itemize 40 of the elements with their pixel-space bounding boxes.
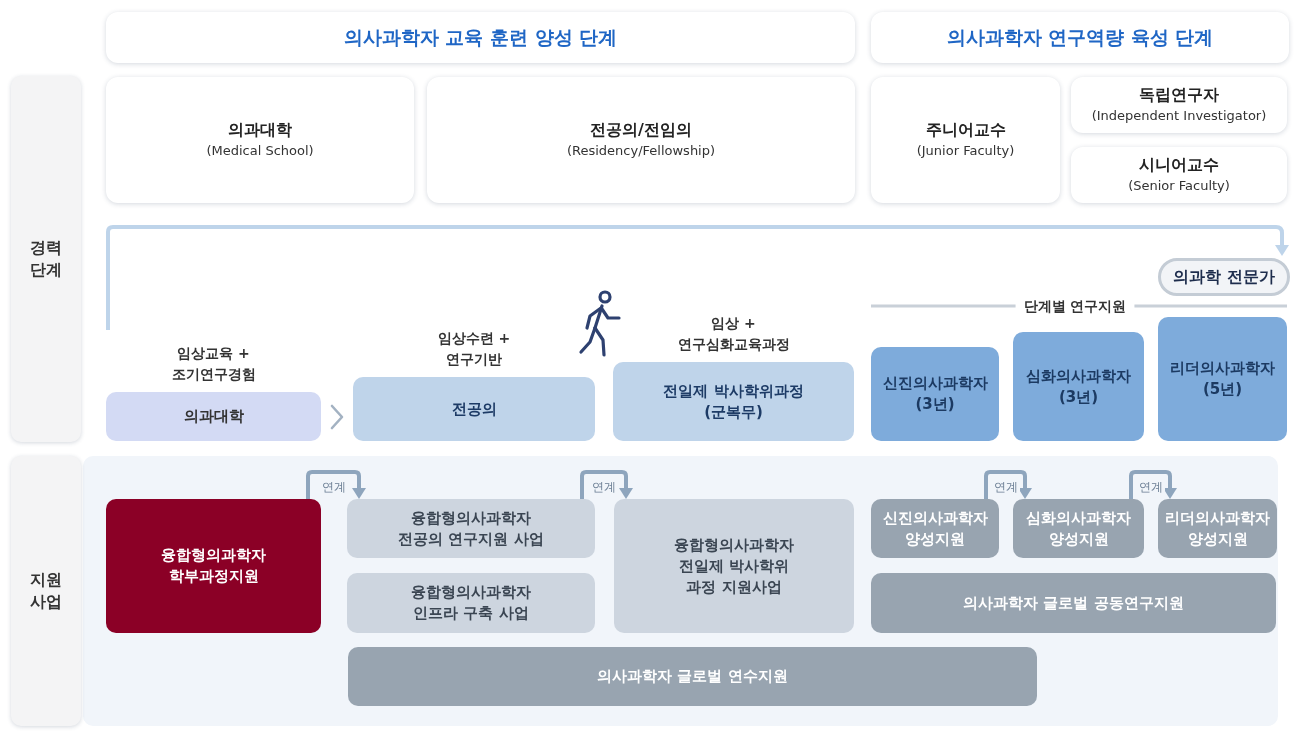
- link-arrow: [306, 470, 366, 499]
- stage-label: 리더의사과학자 (5년): [1169, 358, 1276, 400]
- program-label: 의사과학자 글로벌 공동연구지원: [963, 592, 1184, 614]
- stage-caption: 임상교육 + 조기연구경험: [170, 344, 257, 384]
- stage-label: 신진의사과학자 (3년): [881, 373, 989, 415]
- stage-label: 전일제 박사학위과정 (군복무): [662, 380, 805, 423]
- career-subtitle: (Independent Investigator): [1091, 107, 1267, 126]
- career-subtitle: (Senior Faculty): [1128, 177, 1230, 196]
- program-label: 심화의사과학자 양성지원: [1025, 507, 1132, 550]
- career-title: 의과대학: [228, 119, 292, 142]
- career-subtitle: (Medical School): [206, 142, 314, 161]
- chevron-arrow: [330, 404, 344, 430]
- career-title: 독립연구자: [1139, 84, 1219, 107]
- progress-arrow: [106, 225, 1289, 330]
- link-arrow: [1129, 470, 1177, 499]
- stage-caption: 임상수련 + 연구기반: [436, 329, 512, 369]
- program-label: 신진의사과학자 양성지원: [881, 507, 989, 550]
- stage-caption: 임상 + 연구심화교육과정: [676, 314, 791, 354]
- career-title: 주니어교수: [925, 119, 1006, 142]
- row-label: 지원 사업: [29, 568, 63, 613]
- row-label: 경력 단계: [29, 236, 63, 281]
- career-title: 시니어교수: [1139, 154, 1219, 177]
- stage-label: 의과대학: [183, 406, 244, 427]
- program-label: 융합형의사과학자 전공의 연구지원 사업: [397, 507, 545, 550]
- link-arrow: [984, 470, 1032, 499]
- career-subtitle: (Residency/Fellowship): [566, 142, 716, 161]
- stage-label: 전공의: [451, 398, 497, 420]
- program-label: 리더의사과학자 양성지원: [1164, 507, 1271, 550]
- stage-title: 의사과학자 교육 훈련 양성 단계: [343, 25, 618, 51]
- career-subtitle: (Junior Faculty): [916, 142, 1015, 161]
- goal-label: 의과학 전문가: [1173, 265, 1275, 288]
- program-label: 융합형의사과학자 인프라 구축 사업: [410, 582, 532, 624]
- stage-label: 심화의사과학자 (3년): [1025, 365, 1132, 408]
- link-arrow: [580, 470, 633, 499]
- career-title: 전공의/전임의: [590, 119, 692, 142]
- program-label: 융합형의사과학자 전일제 박사학위 과정 지원사업: [673, 534, 795, 598]
- stage-title: 의사과학자 연구역량 육성 단계: [946, 25, 1214, 51]
- program-label: 융합형의과학자 학부과정지원: [160, 545, 267, 587]
- edge-label: 연계: [590, 479, 618, 495]
- program-label: 의사과학자 글로벌 연수지원: [597, 666, 788, 687]
